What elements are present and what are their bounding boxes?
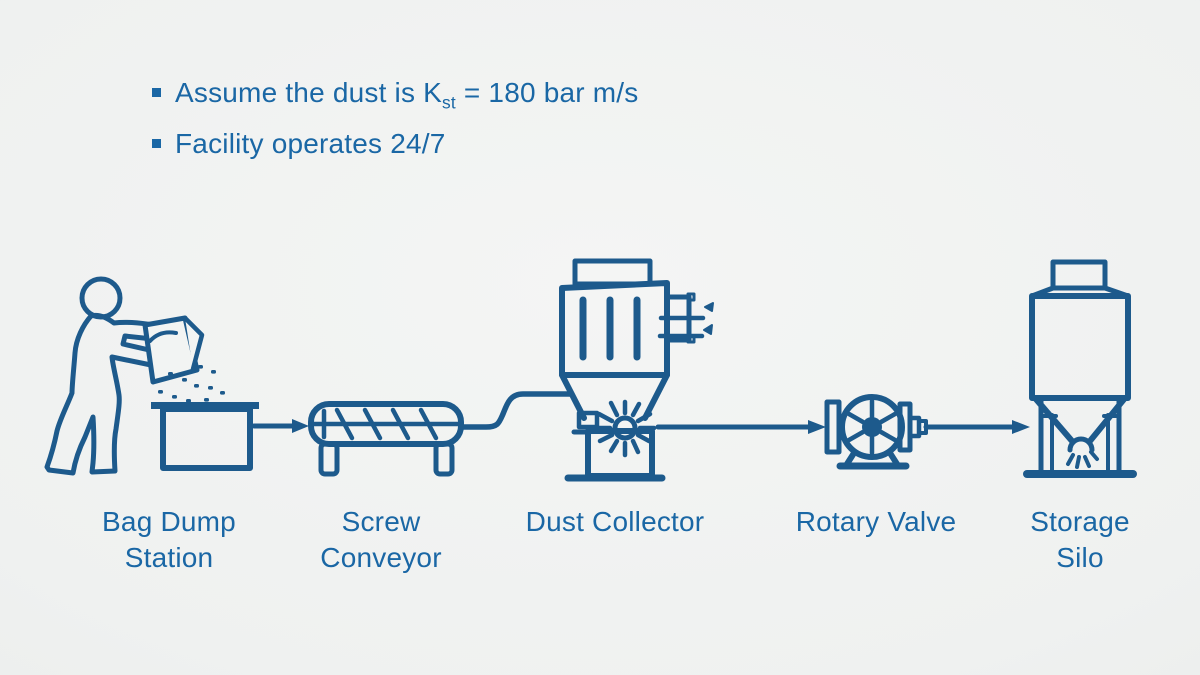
assumptions-list: Assume the dust is Kst = 180 bar m/s Fac… [152, 76, 638, 178]
storage-silo-icon [1023, 259, 1137, 478]
dump-hopper-box [151, 402, 259, 471]
label-rotary-valve: Rotary Valve [795, 506, 957, 537]
bullet-square-icon [152, 88, 161, 97]
screw-conveyor-icon [308, 401, 464, 477]
bag-dump-station-icon [44, 276, 259, 476]
rotary-valve-icon [824, 394, 928, 470]
assumption-item-kst: Assume the dust is Kst = 180 bar m/s [152, 76, 639, 113]
bullet-square-icon [152, 139, 161, 148]
flow-arrow-valve-to-silo [923, 420, 1030, 434]
valve-stand [836, 450, 910, 470]
assumption-item-operation: Facility operates 24/7 [152, 127, 638, 161]
dump-bag [142, 315, 205, 385]
silo-legs [1038, 395, 1122, 474]
pipe-conveyor-to-collector [458, 391, 574, 430]
label-storage-silo: Storage Silo [1030, 506, 1130, 573]
filter-cartridges [579, 296, 641, 361]
falling-dust-particles [158, 365, 225, 403]
label-bag-dump-station: Bag Dump Station [102, 506, 236, 573]
assumption-text-kst: Assume the dust is Kst = 180 bar m/s [175, 77, 639, 113]
valve-spokes [846, 398, 898, 456]
collection-bin [564, 428, 666, 482]
label-screw-conveyor: Screw Conveyor [320, 506, 442, 573]
collector-hopper [559, 372, 670, 430]
flow-arrow-bagdump-to-conveyor [251, 419, 309, 433]
dust-collector-icon [559, 258, 714, 482]
flow-arrow-collector-to-valve [655, 420, 826, 434]
silo-discharge-marks [1066, 450, 1099, 469]
clean-air-outlet [657, 292, 714, 344]
assumption-text-operation: Facility operates 24/7 [175, 128, 446, 159]
label-dust-collector: Dust Collector [525, 506, 705, 537]
